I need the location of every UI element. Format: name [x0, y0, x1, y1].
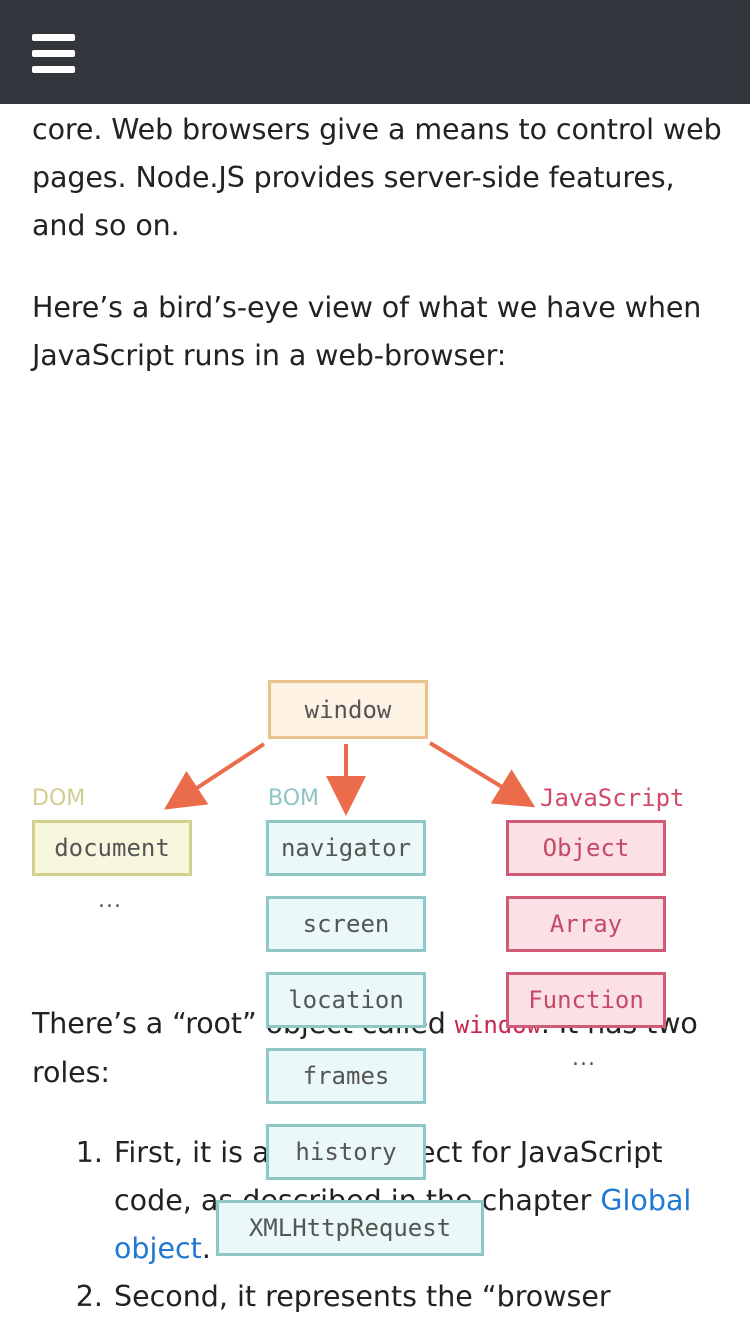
top-navigation-bar — [0, 0, 750, 104]
window-box: window — [268, 680, 428, 739]
js-box-array: Array — [506, 896, 666, 952]
arrow-to-dom — [163, 742, 266, 810]
dom-box-document: document — [32, 820, 192, 876]
js-ellipsis: ... — [572, 1046, 596, 1071]
bom-box-screen: screen — [266, 896, 426, 952]
paragraph-birds-eye: Here’s a bird’s-eye view of what we have… — [32, 291, 702, 372]
bom-box-navigator: navigator — [266, 820, 426, 876]
javascript-label: JavaScript — [540, 784, 685, 812]
browser-environment-diagram: window DOM BOM JavaScript document ... n… — [32, 380, 722, 1256]
hamburger-menu-icon[interactable] — [32, 32, 75, 74]
list-item-2: Second, it represents the “browser — [112, 1273, 722, 1321]
bom-box-xmlhttprequest: XMLHttpRequest — [216, 1200, 484, 1256]
global-object-link[interactable]: Global object — [114, 1184, 692, 1265]
bom-label: BOM — [268, 786, 320, 811]
article-content: core. Web browsers give a means to contr… — [32, 104, 722, 1321]
diagram-arrows — [163, 741, 536, 816]
dom-label: DOM — [32, 786, 86, 811]
dom-ellipsis: ... — [98, 888, 122, 913]
paragraph-intro: core. Web browsers give a means to contr… — [32, 113, 722, 242]
arrow-to-javascript — [428, 741, 536, 808]
js-box-function: Function — [506, 972, 666, 1028]
list-item-1-end: . — [201, 1232, 211, 1265]
js-box-object: Object — [506, 820, 666, 876]
bom-box-history: history — [266, 1124, 426, 1180]
bom-box-frames: frames — [266, 1048, 426, 1104]
bom-box-location: location — [266, 972, 426, 1028]
